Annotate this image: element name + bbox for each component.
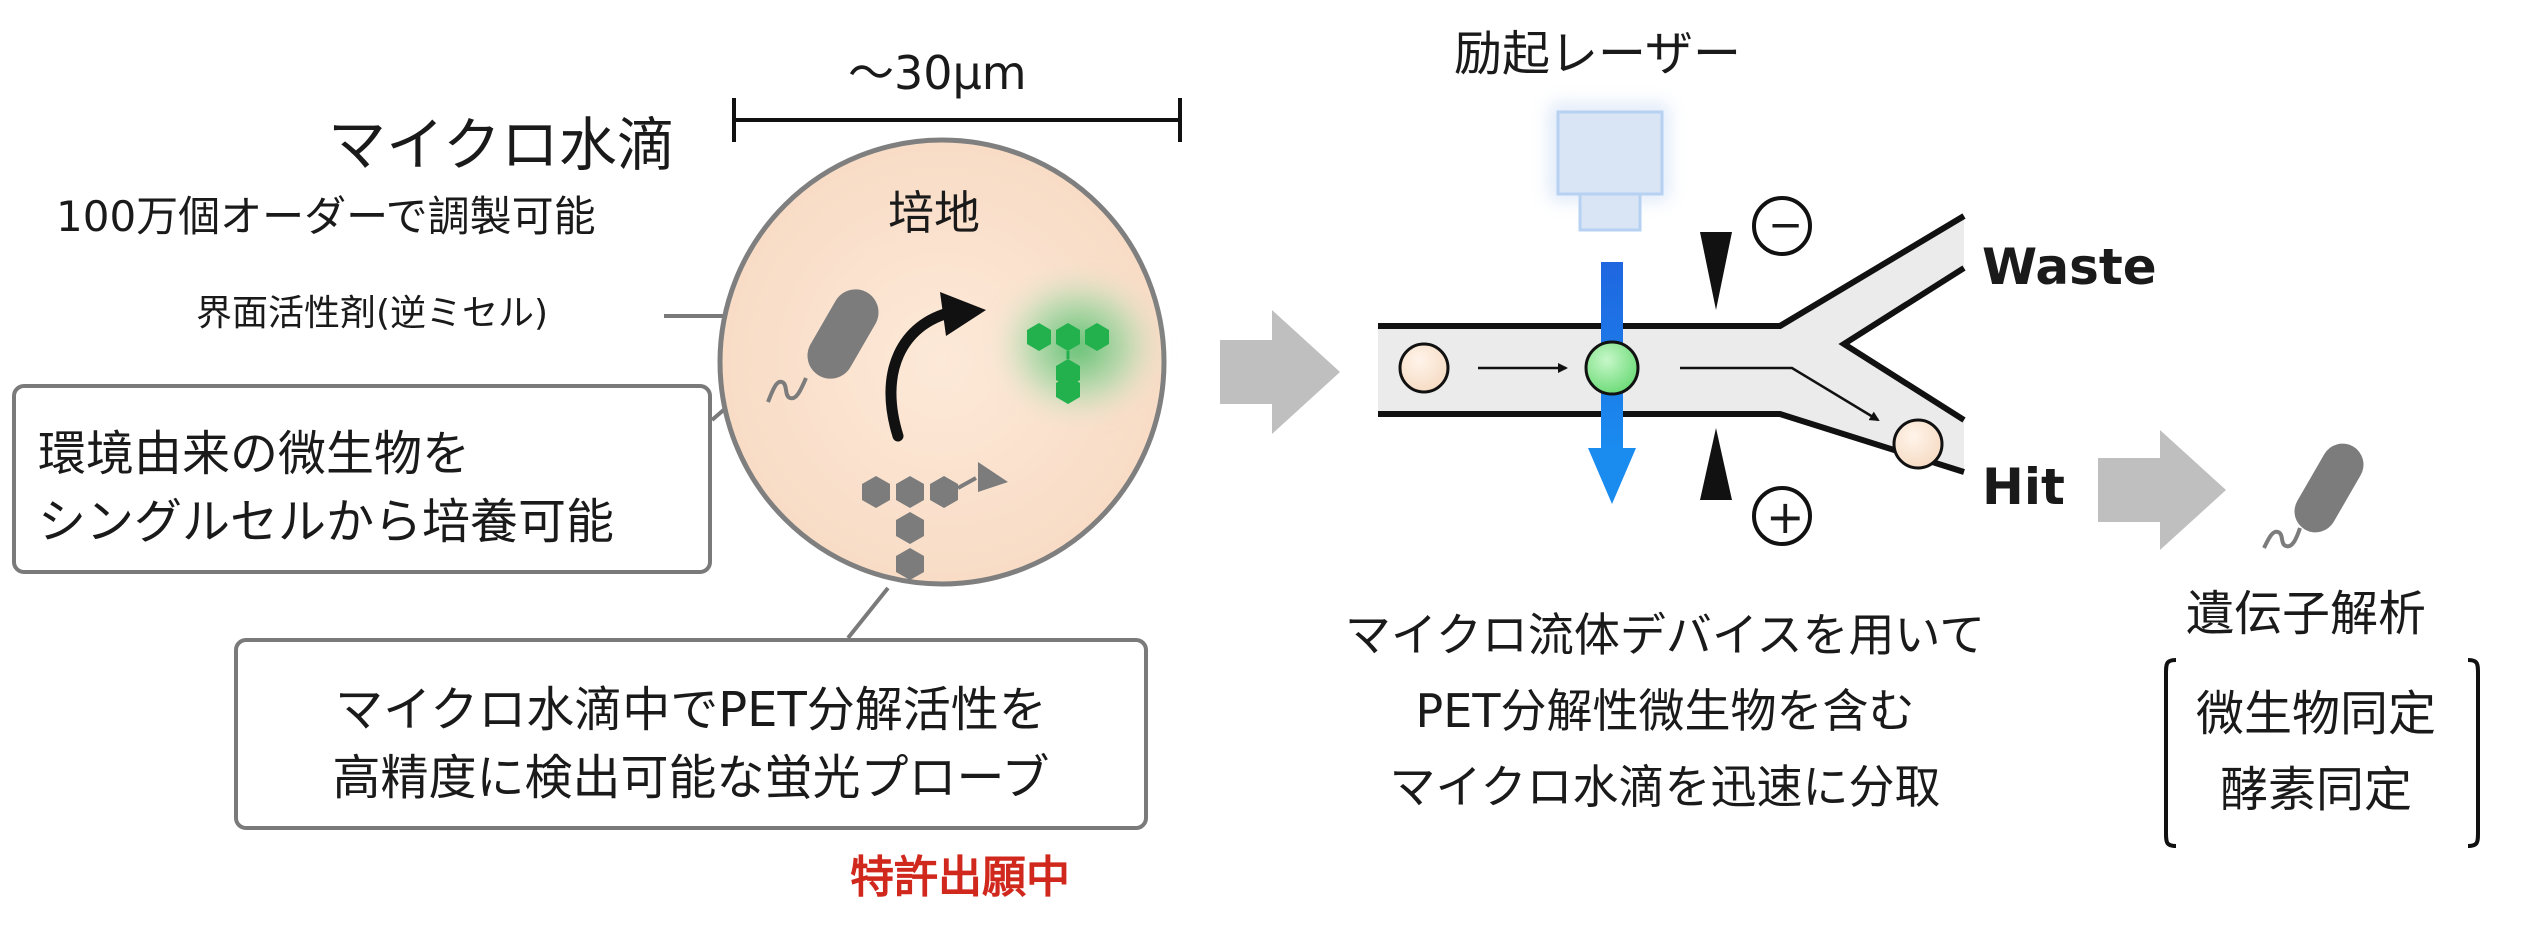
waste-label: Waste [1982, 238, 2157, 296]
pet-probe-molecule-icon [862, 462, 1008, 580]
device-caption-line-1: マイクロ流体デバイスを用いて [1344, 608, 1986, 662]
surfactant-label: 界面活性剤(逆ミセル) [196, 293, 549, 334]
device-caption-line-3: マイクロ水滴を迅速に分取 [1389, 760, 1941, 814]
bracket-left [2164, 658, 2177, 848]
droplet-title: マイクロ水滴 [328, 111, 675, 179]
droplet-subtitle: 100万個オーダーで調製可能 [56, 192, 596, 241]
analysis-title: 遺伝子解析 [2186, 586, 2427, 642]
analysis-item-1: 微生物同定 [2196, 686, 2437, 742]
probe-callout: マイクロ水滴中でPET分解活性を 高精度に検出可能な蛍光プローブ [234, 638, 1148, 830]
fluorescent-product-icon [1027, 323, 1109, 404]
plus-label: + [1766, 490, 1805, 544]
hit-label: Hit [1982, 458, 2065, 516]
flow-arrow-1 [1220, 310, 1340, 434]
patent-label: 特許出願中 [850, 852, 1070, 903]
device-caption: マイクロ流体デバイスを用いて PET分解性微生物を含む マイクロ水滴を迅速に分取 [1250, 612, 2080, 832]
electrode-plus-icon [1700, 428, 1732, 500]
scale-label: ～30μm [848, 46, 1027, 100]
microfluidic-channel [1378, 213, 1966, 475]
droplet-in-channel-1 [1398, 342, 1450, 394]
cells-callout-line-1: 環境由来の微生物を [38, 426, 471, 482]
fluorescence-glow [992, 268, 1164, 424]
analysis-microbe-icon [2262, 443, 2364, 549]
flow-arrow-small-2 [1680, 366, 1880, 422]
analysis-item-2: 酵素同定 [2220, 762, 2413, 818]
electrode-minus-icon [1700, 232, 1732, 310]
laser-label: 励起レーザー [1454, 26, 1742, 82]
flow-arrow-2 [2098, 430, 2226, 550]
droplet-detected-green [1584, 340, 1640, 396]
probe-callout-pointer-line [846, 586, 890, 640]
minus-circle [1752, 196, 1812, 256]
probe-callout-line-1: マイクロ水滴中でPET分解活性を [335, 682, 1047, 738]
droplet-sorted-hit [1892, 418, 1944, 470]
device-caption-line-2: PET分解性微生物を含む [1415, 684, 1915, 738]
plus-circle [1752, 486, 1812, 546]
laser-head-icon [1551, 105, 1667, 232]
reaction-arrow-icon [885, 292, 986, 442]
medium-label: 培地 [888, 186, 980, 240]
scale-bar [732, 98, 1182, 142]
probe-callout-line-2: 高精度に検出可能な蛍光プローブ [332, 750, 1050, 806]
cells-callout-line-2: シングルセルから培養可能 [38, 494, 615, 550]
minus-label: − [1768, 200, 1804, 249]
cells-callout: 環境由来の微生物を シングルセルから培養可能 [12, 384, 712, 574]
bracket-right [2467, 658, 2480, 848]
droplet-circle [717, 137, 1167, 587]
microbe-icon [766, 289, 879, 403]
